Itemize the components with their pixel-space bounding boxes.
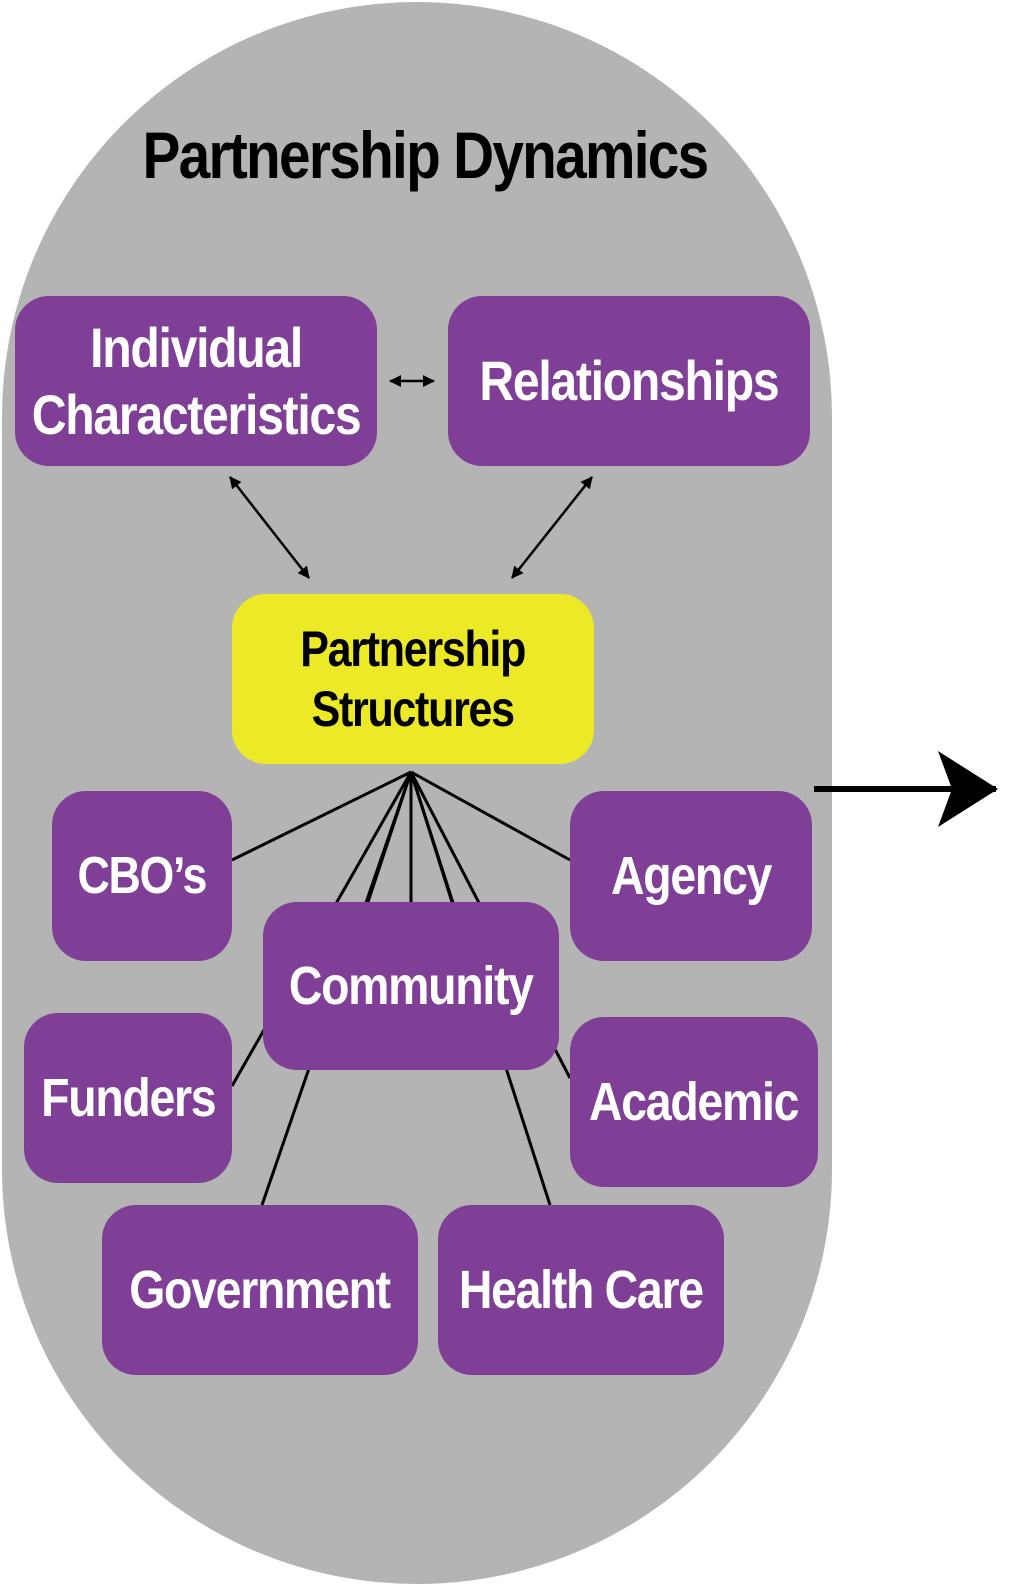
node-label: Relationships [479, 349, 779, 413]
node-label: Funders [40, 1067, 216, 1128]
node-label-line1: Individual [90, 315, 303, 379]
node-cbos: CBO’s [52, 791, 232, 961]
diagram-title: Partnership Dynamics [142, 118, 710, 192]
node-label-line1: Partnership [300, 621, 527, 677]
node-government: Government [102, 1205, 418, 1375]
node-label: Agency [610, 845, 772, 906]
node-label: Community [289, 955, 534, 1016]
node-individual-characteristics: Individual Characteristics [15, 296, 377, 466]
node-label: CBO’s [77, 846, 208, 905]
node-academic: Academic [570, 1017, 818, 1187]
node-relationships: Relationships [448, 296, 810, 466]
node-label: Health Care [459, 1259, 704, 1320]
node-agency: Agency [570, 791, 812, 961]
node-community: Community [263, 902, 559, 1070]
node-funders: Funders [24, 1013, 232, 1183]
link-community-left [366, 771, 413, 903]
arrow-relationships-structures [511, 476, 593, 579]
link-cbos [231, 770, 412, 862]
link-agency [410, 770, 571, 862]
node-label: Academic [589, 1071, 799, 1132]
node-label-line2: Structures [311, 681, 515, 737]
arrow-individual-structures [229, 476, 310, 579]
node-health-care: Health Care [438, 1205, 724, 1375]
node-label-line2: Characteristics [31, 383, 362, 446]
node-partnership-structures: Partnership Structures [232, 594, 594, 764]
node-label: Government [129, 1259, 392, 1320]
